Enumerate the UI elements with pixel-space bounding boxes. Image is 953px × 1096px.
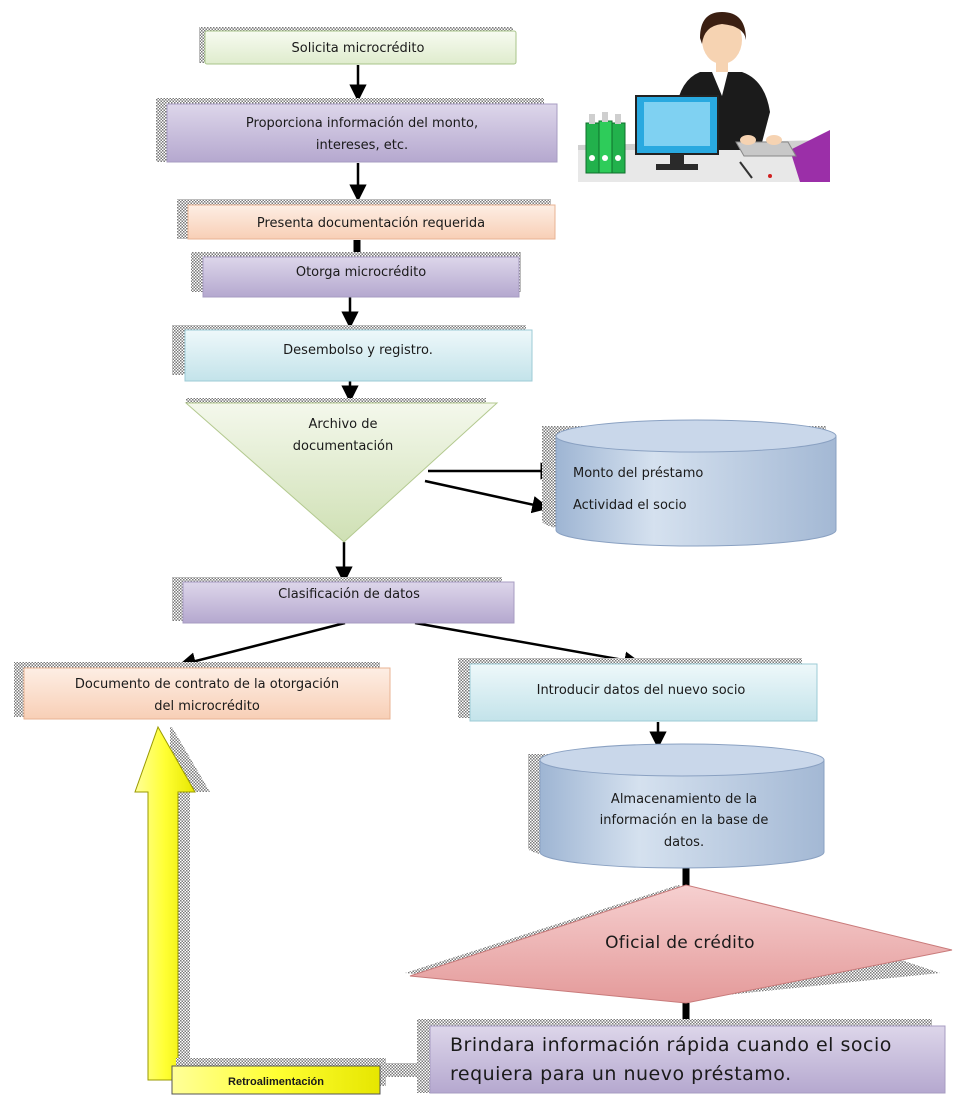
almacen-label-line1: Almacenamiento de la <box>611 792 757 807</box>
node-oficial: Oficial de crédito <box>405 884 953 1004</box>
node-db-monto-actividad: Monto del préstamo Actividad el socio <box>542 419 837 547</box>
desembolso-label: Desembolso y registro. <box>283 343 433 358</box>
archivo-label-line2: documentación <box>293 439 394 454</box>
brindara-label-line2: requiera para un nuevo préstamo. <box>450 1063 792 1085</box>
documento-label-line1: Documento de contrato de la otorgación <box>75 677 339 692</box>
oficial-label: Oficial de crédito <box>605 933 755 953</box>
arrow-clasificacion-documento <box>178 621 346 670</box>
brindara-label-line1: Brindara información rápida cuando el so… <box>450 1034 892 1056</box>
documento-label-line2: del microcrédito <box>154 699 260 714</box>
node-clasificacion: Clasificación de datos <box>172 577 515 624</box>
feedback-path: Retroalimentación <box>134 725 430 1095</box>
node-otorga: Otorga microcrédito <box>191 252 521 298</box>
node-desembolso: Desembolso y registro. <box>172 325 533 382</box>
arrow-archivo-actividad <box>424 479 550 514</box>
node-db-almacenamiento: Almacenamiento de la información en la b… <box>528 743 825 869</box>
office-worker-icon <box>578 12 830 182</box>
introducir-label: Introducir datos del nuevo socio <box>537 683 746 698</box>
solicita-label: Solicita microcrédito <box>292 41 425 56</box>
connectors <box>178 65 690 1020</box>
node-archivo: Archivo de documentación <box>184 398 499 543</box>
clasificacion-label: Clasificación de datos <box>278 587 420 602</box>
almacen-label-line2: información en la base de <box>600 813 769 828</box>
node-documento: Documento de contrato de la otorgación d… <box>14 662 391 720</box>
node-brindara: Brindara información rápida cuando el so… <box>417 1019 946 1094</box>
node-proporciona: Proporciona información del monto, inter… <box>156 98 558 163</box>
otorga-label: Otorga microcrédito <box>296 265 426 280</box>
node-introducir: Introducir datos del nuevo socio <box>458 658 818 722</box>
node-presenta: Presenta documentación requerida <box>177 199 556 240</box>
actividad-label: Actividad el socio <box>573 498 687 513</box>
archivo-label-line1: Archivo de <box>309 417 378 432</box>
arrow-clasificacion-introducir <box>414 621 642 669</box>
feedback-up-arrow <box>134 725 196 1081</box>
retro-label: Retroalimentación <box>228 1076 324 1088</box>
almacen-label-line3: datos. <box>664 835 704 850</box>
proporciona-label-line1: Proporciona información del monto, <box>246 116 478 131</box>
proporciona-label-line2: intereses, etc. <box>316 138 408 153</box>
presenta-label: Presenta documentación requerida <box>257 216 485 231</box>
node-solicita: Solicita microcrédito <box>199 27 517 65</box>
monto-label: Monto del préstamo <box>573 466 703 481</box>
